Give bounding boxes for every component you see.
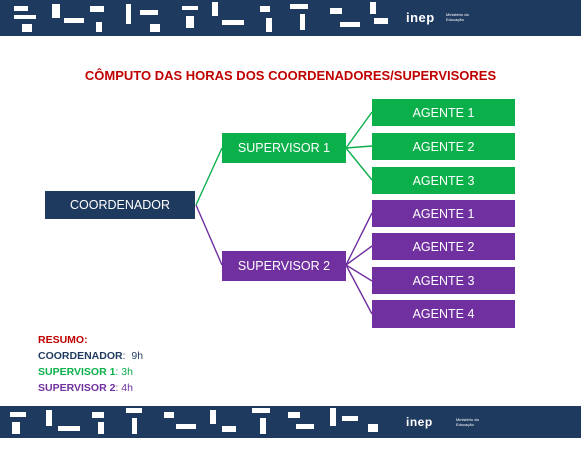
- summary-supervisor-2-value: 4h: [118, 382, 133, 394]
- ministry-line-2: Educação: [446, 17, 464, 22]
- footer-banner: inep Ministério da Educação: [0, 402, 581, 442]
- supervisor-1-agent-1: AGENTE 1: [372, 99, 515, 126]
- supervisor-1-agent-3: AGENTE 3: [372, 167, 515, 194]
- footer-pattern: [0, 402, 581, 442]
- supervisor-2-node: SUPERVISOR 2: [222, 251, 346, 281]
- footer-ministry-label: Ministério da Educação: [456, 417, 479, 427]
- summary-supervisor-1: SUPERVISOR 1: 3h: [38, 366, 133, 378]
- summary-supervisor-2-sep: :: [115, 382, 119, 394]
- footer-inep-logo: inep: [406, 415, 433, 429]
- summary-coordinator-label: COORDENADOR: [38, 350, 123, 362]
- supervisor-1-agent-2: AGENTE 2: [372, 133, 515, 160]
- page-title: CÔMPUTO DAS HORAS DOS COORDENADORES/SUPE…: [84, 68, 497, 83]
- link-sup2-agent4: [345, 264, 373, 315]
- supervisor-1-node: SUPERVISOR 1: [222, 133, 346, 163]
- summary-supervisor-1-value: 3h: [118, 366, 133, 378]
- summary-coordinator-value: 9h: [125, 350, 144, 362]
- link-sup2-agent1: [345, 212, 373, 266]
- supervisor-2-agent-4: AGENTE 4: [372, 300, 515, 328]
- summary-heading: RESUMO:: [38, 334, 88, 346]
- supervisor-2-agent-3: AGENTE 3: [372, 267, 515, 294]
- inep-logo: inep: [406, 10, 435, 25]
- coordinator-node: COORDENADOR: [45, 191, 195, 219]
- supervisor-2-agent-2: AGENTE 2: [372, 233, 515, 260]
- link-sup2-agent2: [345, 245, 373, 266]
- summary-supervisor-1-label: SUPERVISOR 1: [38, 366, 116, 378]
- ministry-label: Ministério da Educação: [446, 12, 469, 22]
- summary-supervisor-2: SUPERVISOR 2: 4h: [38, 382, 133, 394]
- link-sup2-agent3: [345, 264, 373, 282]
- link-coord-sup1: [195, 147, 223, 206]
- ministry-line-1: Ministério da: [446, 12, 469, 17]
- header-banner: inep Ministério da Educação: [0, 0, 581, 40]
- link-sup1-agent3: [345, 147, 373, 181]
- link-coord-sup2: [195, 204, 223, 266]
- summary-coordinator: COORDENADOR: 9h: [38, 350, 143, 362]
- supervisor-2-agent-1: AGENTE 1: [372, 200, 515, 227]
- link-sup1-agent1: [345, 111, 373, 149]
- link-sup1-agent2: [345, 145, 373, 149]
- footer-ministry-line-2: Educação: [456, 422, 474, 427]
- summary-coordinator-sep: :: [122, 350, 126, 362]
- footer-ministry-line-1: Ministério da: [456, 417, 479, 422]
- summary-supervisor-2-label: SUPERVISOR 2: [38, 382, 116, 394]
- summary-supervisor-1-sep: :: [115, 366, 119, 378]
- header-pattern: [0, 0, 581, 40]
